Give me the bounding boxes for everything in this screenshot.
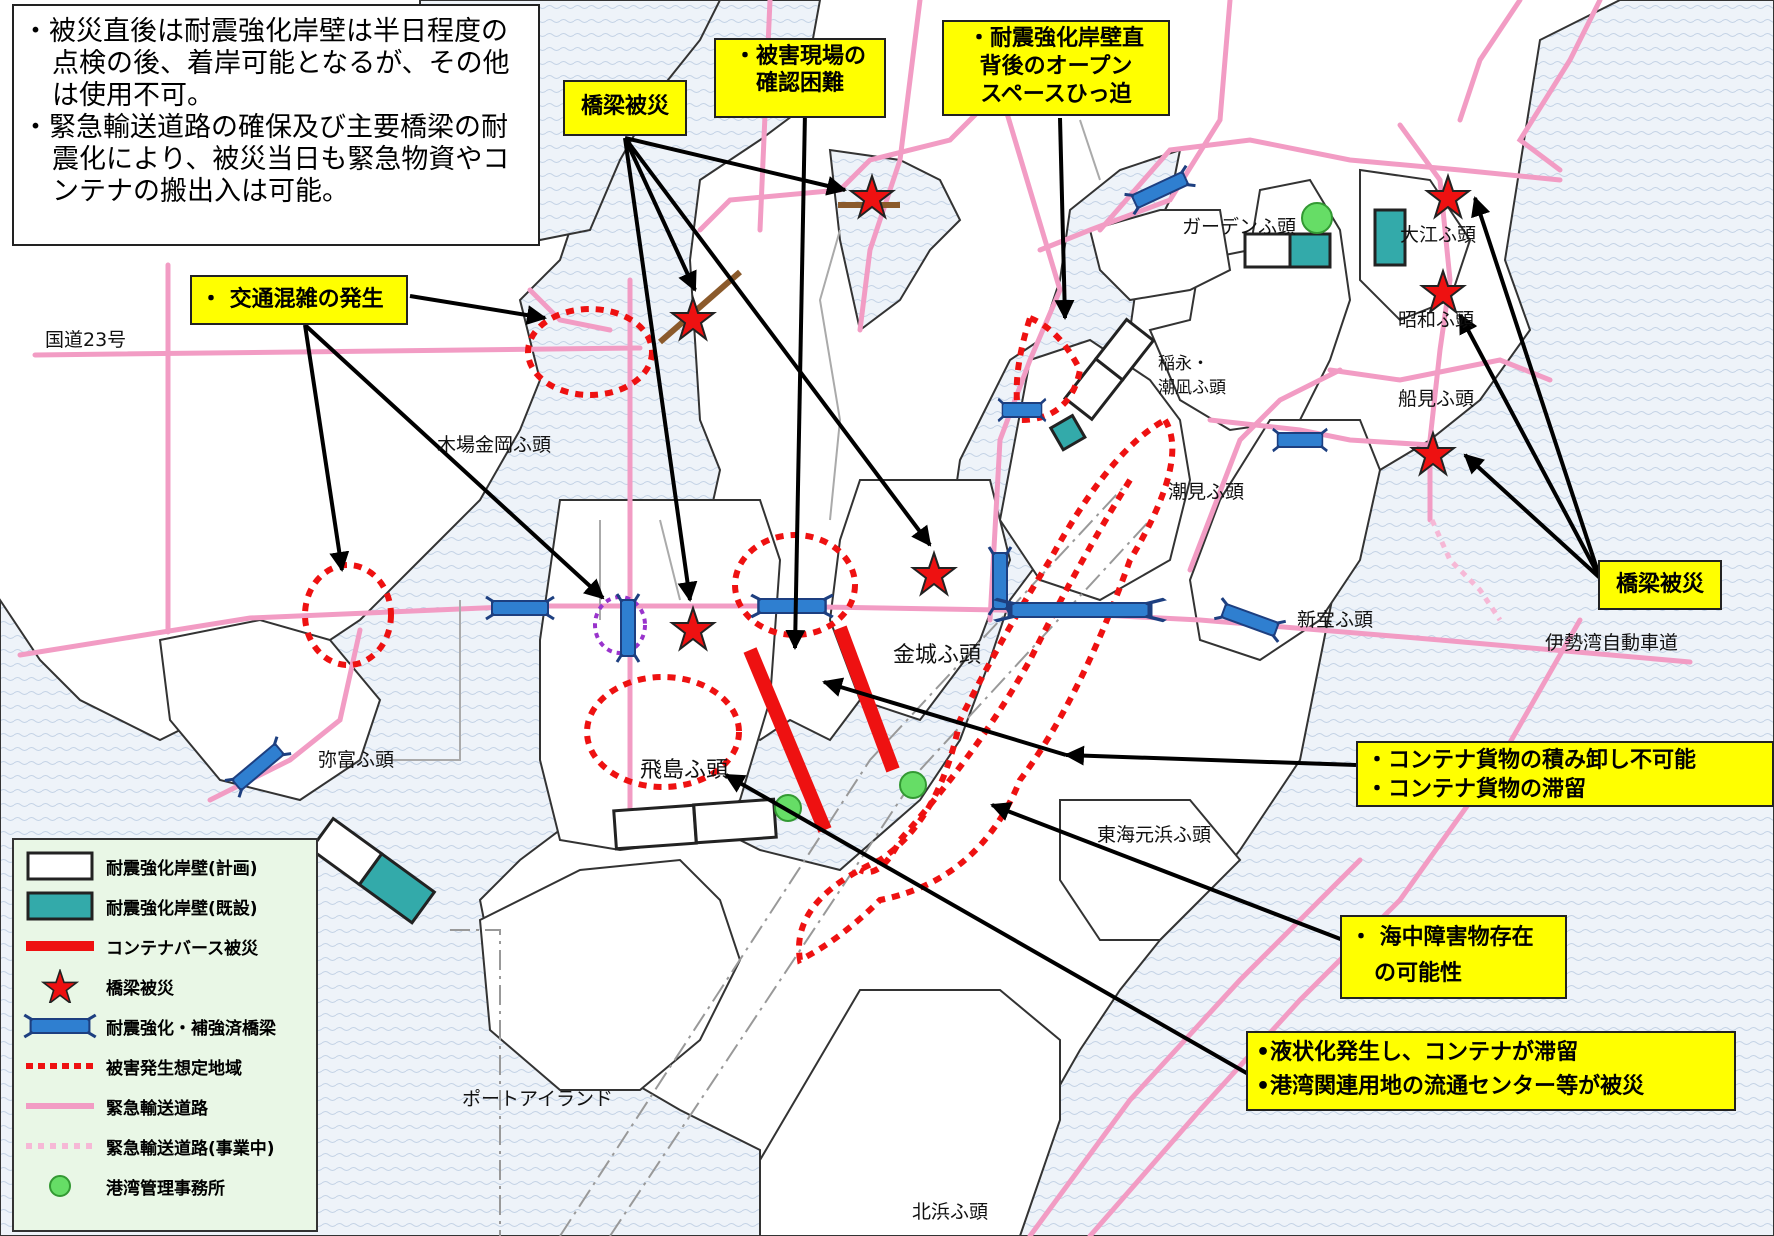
label-tokai: 東海元浜ふ頭 bbox=[1097, 824, 1212, 846]
callout-bridge-damage-right: 橋梁被災 bbox=[1598, 560, 1722, 610]
label-oe: 大江ふ頭 bbox=[1400, 224, 1477, 246]
legend-item-berth-damage: コンテナバース被災 bbox=[22, 926, 316, 966]
legend-item-road-under-construction: 緊急輸送道路(事業中) bbox=[22, 1126, 316, 1166]
label-shinpo: 新宝ふ頭 bbox=[1297, 609, 1374, 631]
damage-zones bbox=[302, 306, 1176, 965]
callout-liquefaction: •液状化発生し、コンテナが滞留 •港湾関連用地の流通センター等が被災 bbox=[1246, 1031, 1736, 1111]
label-funami: 船見ふ頭 bbox=[1398, 388, 1475, 410]
red-dotted-line-icon bbox=[26, 1063, 94, 1069]
road-under-construction bbox=[1429, 518, 1503, 622]
callout-open-space: ・耐震強化岸壁直 背後のオープン スペースひっ迫 bbox=[942, 20, 1170, 116]
label-kitahama: 北浜ふ頭 bbox=[912, 1201, 989, 1223]
label-yatomi: 弥富ふ頭 bbox=[318, 749, 395, 771]
green-circle-icon bbox=[49, 1175, 71, 1197]
legend-item-port-office: 港湾管理事務所 bbox=[22, 1166, 316, 1206]
callout-underwater: ・ 海中障害物存在 の可能性 bbox=[1340, 915, 1567, 999]
label-isewan: 伊勢湾自動車道 bbox=[1545, 632, 1679, 654]
pink-dotted-line-icon bbox=[26, 1143, 94, 1149]
label-kinjo: 金城ふ頭 bbox=[893, 643, 982, 668]
label-shiomi: 潮見ふ頭 bbox=[1168, 481, 1245, 503]
red-bar-icon bbox=[26, 941, 94, 951]
legend-item-emergency-road: 緊急輸送道路 bbox=[22, 1086, 316, 1126]
blue-bridge-icon bbox=[22, 1013, 98, 1039]
label-route23: 国道23号 bbox=[45, 329, 127, 351]
legend-item-existing-quay: 耐震強化岸壁(既設) bbox=[22, 886, 316, 926]
label-garden: ガーデンふ頭 bbox=[1182, 216, 1297, 238]
local-roads bbox=[380, 119, 1101, 761]
legend-item-bridge-damage: 橋梁被災 bbox=[22, 966, 316, 1006]
label-kiba: 木場金岡ふ頭 bbox=[437, 434, 552, 456]
callout-container: ・コンテナ貨物の積み卸し不可能 ・コンテナ貨物の滞留 bbox=[1356, 741, 1774, 807]
container-berth-damage bbox=[743, 625, 900, 833]
planned-quay-walls bbox=[308, 208, 1407, 925]
label-showa: 昭和ふ頭 bbox=[1398, 309, 1475, 331]
legend-item-reinforced-bridge: 耐震強化・補強済橋梁 bbox=[22, 1006, 316, 1046]
pink-line-icon bbox=[26, 1103, 94, 1109]
red-star-icon bbox=[42, 969, 78, 1003]
callout-site-confirm: ・被害現場の 確認困難 bbox=[714, 38, 886, 118]
map-legend: 耐震強化岸壁(計画) 耐震強化岸壁(既設) コンテナバース被災 橋梁被災 耐震強… bbox=[12, 838, 318, 1232]
leader-arrows bbox=[303, 111, 1602, 1077]
callout-traffic: ・ 交通混雑の発生 bbox=[190, 275, 408, 325]
legend-item-damage-zone: 被害発生想定地域 bbox=[22, 1046, 316, 1086]
white-rect-icon bbox=[26, 851, 94, 881]
teal-rect-icon bbox=[26, 891, 94, 921]
label-tobishima: 飛島ふ頭 bbox=[640, 758, 729, 783]
summary-note: ・被災直後は耐震強化岸壁は半日程度の点検の後、着岸可能となるが、その他は使用不可… bbox=[12, 4, 540, 246]
legend-item-planned-quay: 耐震強化岸壁(計画) bbox=[22, 846, 316, 886]
label-inae: 稲永・ 潮凪ふ頭 bbox=[1158, 354, 1226, 398]
callout-bridge-damage-top: 橋梁被災 bbox=[563, 80, 687, 136]
note-line-2: ・緊急輸送道路の確保及び主要橋梁の耐震化により、被災当日も緊急物資やコンテナの搬… bbox=[22, 112, 510, 207]
label-port-island: ポートアイランド bbox=[462, 1088, 614, 1110]
note-line-1: ・被災直後は耐震強化岸壁は半日程度の点検の後、着岸可能となるが、その他は使用不可… bbox=[22, 16, 510, 111]
